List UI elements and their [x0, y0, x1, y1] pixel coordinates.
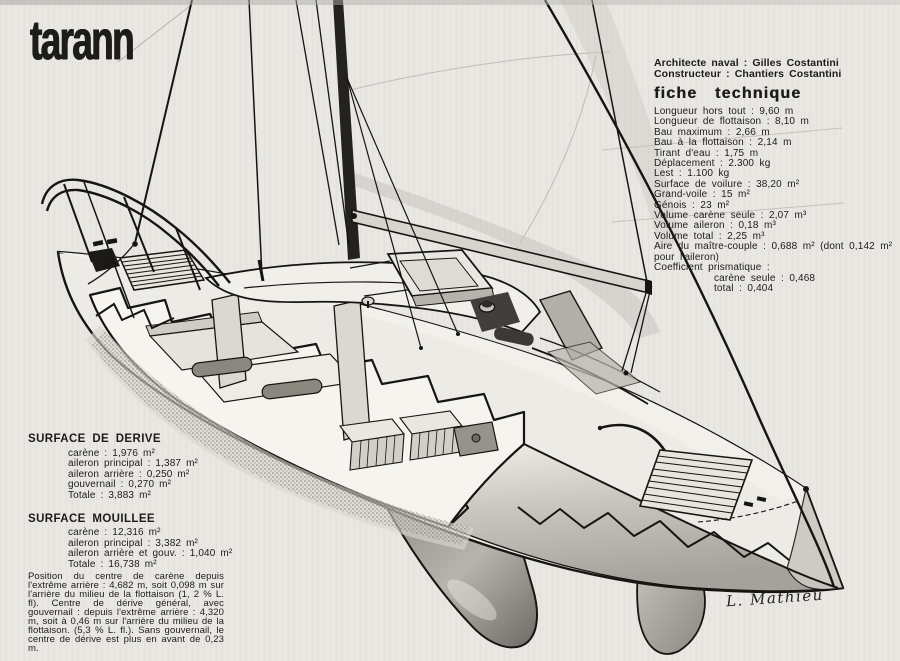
- winch: [478, 300, 496, 313]
- waterline-zigzag: [517, 506, 790, 561]
- topping-lift: [591, 0, 649, 288]
- backstay-chainplate: [803, 486, 809, 492]
- surface-line: aileron arrière : 0,250 m²: [68, 468, 190, 480]
- spec-line: Volume carène seule : 2,07 m³: [654, 210, 807, 222]
- scan-edge-top: [0, 0, 900, 5]
- interior-cutaway: [86, 286, 526, 550]
- surface-line: Totale : 16,738 m²: [68, 558, 157, 570]
- mast: [333, 0, 360, 260]
- mainsheet-block: [623, 370, 629, 376]
- construction-guide-lines: [117, 5, 845, 244]
- shroud: [346, 77, 422, 349]
- hull-window-opening: [191, 356, 253, 378]
- credit-line: Architecte naval : Gilles Costantini: [654, 57, 839, 69]
- surface-line: Totale : 3,883 m²: [68, 489, 152, 501]
- spec-line: Tirant d'eau : 1,75 m: [654, 147, 759, 159]
- surface-line: aileron principal : 3,382 m²: [68, 537, 199, 549]
- surface-mouillee-title: SURFACE MOUILLEE: [28, 512, 155, 525]
- spec-line: Coefficient prismatique :: [654, 262, 770, 274]
- cockpit: [531, 337, 809, 523]
- mushroom-vent: [361, 296, 375, 308]
- aft-deck-grating: [638, 449, 754, 521]
- cabin-window: [494, 327, 534, 346]
- surface-line: carène : 1,976 m²: [68, 447, 155, 459]
- stem-fitting: [132, 241, 138, 247]
- engine-block: [453, 421, 499, 457]
- spec-line: Génois : 23 m²: [654, 199, 730, 211]
- gooseneck: [351, 213, 357, 219]
- galley-lockers: [338, 410, 464, 471]
- spec-line: Longueur de flottaison : 8,10 m: [654, 116, 810, 128]
- boom-end-fitting: [645, 283, 653, 291]
- surface-line: aileron arrière et gouv. : 1,040 m²: [68, 548, 233, 560]
- forestay: [134, 0, 193, 244]
- spec-line: Grand-voile : 15 m²: [654, 189, 750, 201]
- sheer-accent-dashed: [697, 500, 799, 523]
- stern-cleat: [756, 496, 767, 502]
- bow-pulpit: [40, 178, 231, 319]
- stern-cleat: [743, 501, 754, 507]
- rigging: [134, 0, 836, 588]
- spec-line: Volume aileron : 0,18 m³: [654, 220, 776, 232]
- bow-cleat: [106, 238, 118, 245]
- foredeck: [88, 238, 206, 291]
- spec-line: Longueur hors tout : 9,60 m: [654, 106, 794, 117]
- spec-line: Bau maximum : 2,66 m: [654, 126, 770, 138]
- turnbuckle: [257, 259, 265, 282]
- sliding-hatch: [386, 249, 495, 307]
- surface-line: carène : 12,316 m²: [68, 527, 161, 539]
- anchor-well: [88, 248, 120, 272]
- spec-line: Bau à la flottaison : 2,14 m: [654, 137, 792, 149]
- jib-halyard: [248, 0, 263, 277]
- credit-line: Constructeur : Chantiers Costantini: [654, 68, 842, 81]
- tiller: [599, 423, 670, 457]
- centre-carene-note: Position du centre de carène depuis l'ex…: [28, 571, 224, 654]
- hull-window-opening: [261, 378, 323, 400]
- spec-line: carène seule : 0,468: [714, 272, 816, 284]
- surface-line: gouvernail : 0,270 m²: [68, 479, 172, 491]
- bow-cleat: [92, 240, 104, 247]
- spec-line: Volume total : 2,25 m³: [654, 230, 765, 242]
- foredeck-grating: [118, 249, 206, 291]
- shroud: [346, 77, 459, 335]
- cockpit-well: [546, 341, 642, 395]
- spec-line: Lest : 1.100 kg: [654, 168, 730, 180]
- spec-line: Surface de voilure : 38,20 m²: [654, 178, 800, 190]
- surface-line: aileron principal : 1,387 m²: [68, 458, 199, 470]
- surface-derive-title: SURFACE DE DERIVE: [28, 433, 161, 445]
- boat-name-logo: tarann: [30, 8, 135, 71]
- spec-line: Aire du maître-couple : 0,688 m² (dont 0…: [654, 241, 893, 263]
- backstay: [543, 0, 836, 588]
- spec-line: Déplacement : 2.300 kg: [654, 158, 771, 170]
- spec-line: total : 0,404: [714, 282, 774, 294]
- fiche-technique-title: fiche technique: [654, 85, 802, 102]
- mainsheet: [621, 289, 651, 374]
